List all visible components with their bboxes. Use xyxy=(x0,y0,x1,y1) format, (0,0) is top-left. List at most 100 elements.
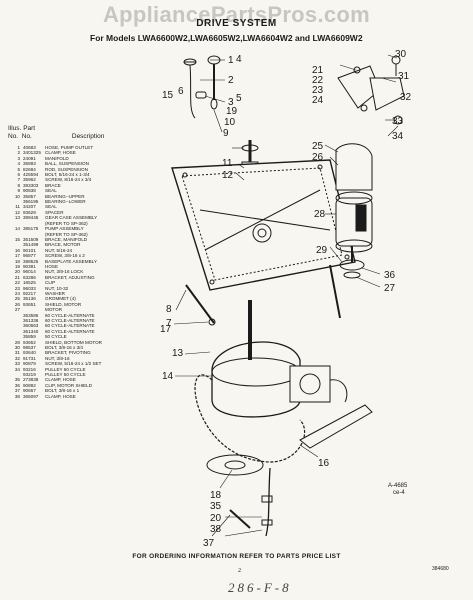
callout-5: 5 xyxy=(236,93,242,104)
illus-no: 36 xyxy=(14,382,20,388)
part-no: 35857 xyxy=(23,193,36,199)
drive-belt xyxy=(194,374,306,463)
description: SPACER xyxy=(45,209,64,215)
illus-no: 14 xyxy=(14,226,20,232)
illus-no: 33 xyxy=(14,361,20,367)
description: NUT, 10-32 xyxy=(45,285,69,291)
illus-no: 17 xyxy=(14,253,20,259)
part-no: 389445 xyxy=(23,215,39,221)
part-no: 16525 xyxy=(23,280,36,286)
description: ROD, SUSPENSION xyxy=(45,166,88,172)
page-number: 2 xyxy=(238,568,241,574)
callout-22: 22 xyxy=(312,75,324,86)
hose-clamp xyxy=(195,91,207,99)
description: CLIP xyxy=(45,280,56,286)
illus-no: 4 xyxy=(17,161,20,167)
description: MOTOR xyxy=(45,307,63,313)
illus-no: 37 xyxy=(14,388,20,394)
part-no: 93216 xyxy=(23,366,36,372)
part-no: 98537 xyxy=(23,345,36,351)
table-row: (REFER TO SP-362) xyxy=(8,232,178,237)
callout-1: 1 xyxy=(228,55,234,66)
callout-17: 17 xyxy=(160,324,172,335)
description: BRACE, MOTOR xyxy=(45,242,81,248)
header-no2: No. xyxy=(21,132,32,140)
table-row: 361340 60 CYCLE-ALTERNATE xyxy=(8,329,178,334)
lower-clamp xyxy=(261,495,273,503)
callout-32: 32 xyxy=(400,92,412,103)
callout-20: 20 xyxy=(210,513,222,524)
callout-12: 12 xyxy=(222,170,234,181)
description: WASHER xyxy=(45,290,65,296)
illus-no: 1 xyxy=(17,145,20,150)
illus-no: 16 xyxy=(14,247,20,253)
illus-no: 10 xyxy=(14,193,20,199)
illus-no: 24 xyxy=(14,290,20,296)
callout-4: 4 xyxy=(236,54,242,65)
illus-no: 28 xyxy=(14,339,20,345)
part-no: 96014 xyxy=(23,269,36,275)
pivoting-bracket xyxy=(369,77,405,111)
part-no: 361340 xyxy=(23,328,39,334)
description: HOSE, PUMP OUTLET xyxy=(45,145,94,150)
illus-no: 21 xyxy=(14,274,20,280)
part-no: 385175 xyxy=(23,226,39,232)
illus-no: 35 xyxy=(14,377,20,383)
callout-7: 7 xyxy=(166,318,172,329)
description: GROMMET (4) xyxy=(45,296,76,302)
part-no: 35893 xyxy=(23,161,36,167)
parts-table-header: Illus. Part No. No.Description xyxy=(8,125,168,140)
illus-no: 11 xyxy=(15,204,20,210)
part-no: 93651 xyxy=(23,301,36,307)
illus-no: 8 xyxy=(17,182,20,188)
callout-26: 26 xyxy=(312,152,324,163)
part-no: 93629 xyxy=(23,209,36,215)
figure-code-sub: ce-4 xyxy=(393,490,405,496)
lower-hose xyxy=(265,467,271,537)
illus-no: 20 xyxy=(14,269,20,275)
part-no: 96033 xyxy=(23,285,36,291)
illus-no: 18 xyxy=(14,258,20,264)
description: 60 CYCLE-ALTERNATE xyxy=(45,312,95,318)
handwritten-note: 286-F-8 xyxy=(228,580,292,595)
callout-37: 37 xyxy=(203,538,215,549)
description: BRACE xyxy=(45,182,61,188)
description: SEAL xyxy=(45,188,57,194)
part-no: 365097 xyxy=(23,393,39,399)
description: 60 CYCLE-ALTERNATE xyxy=(45,328,95,334)
callout-23: 23 xyxy=(312,85,324,96)
baseplate xyxy=(171,159,356,291)
callout-11: 11 xyxy=(222,158,233,169)
part-no: 35136 xyxy=(23,296,36,302)
illus-no: 7 xyxy=(17,177,20,183)
gear-case xyxy=(211,341,301,418)
callout-10: 10 xyxy=(224,117,236,128)
part-no: 96877 xyxy=(23,253,36,259)
callout-28: 28 xyxy=(314,209,326,220)
pump-assembly xyxy=(289,365,331,403)
callout-13: 13 xyxy=(172,348,184,359)
description: BALL, SUSPENSION xyxy=(45,161,89,167)
description: MANIFOLD xyxy=(45,155,69,161)
